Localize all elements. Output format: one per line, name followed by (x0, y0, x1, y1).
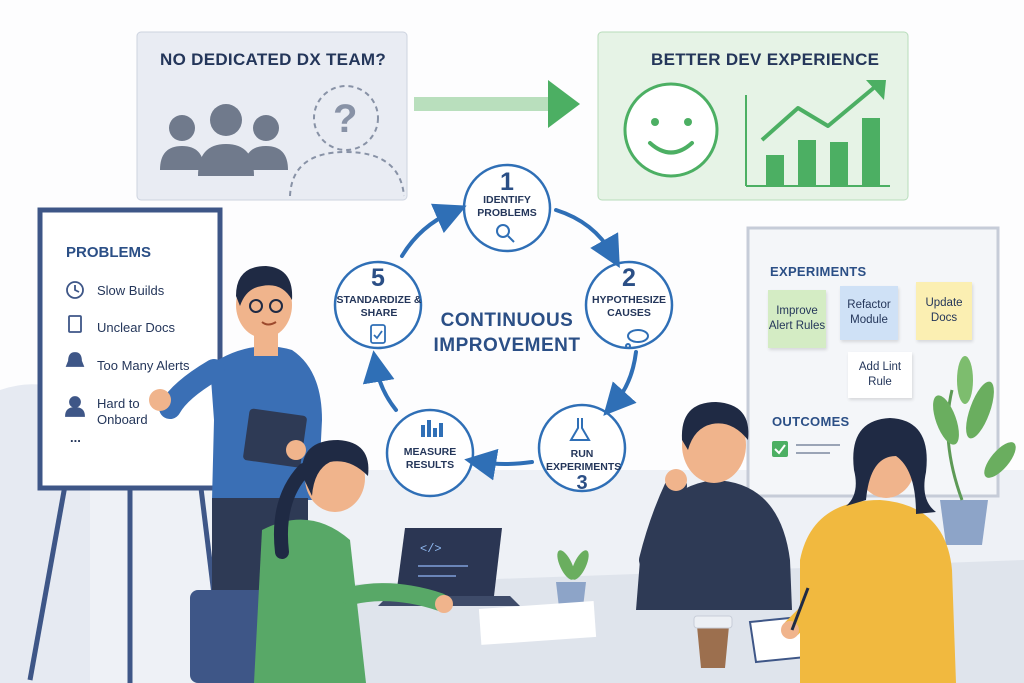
sticky-note: Refactor Module (840, 286, 898, 340)
cycle-center-title: CONTINUOUS IMPROVEMENT (432, 308, 582, 358)
step-3-number: 3 (576, 472, 588, 494)
cycle-step-circles (333, 163, 674, 498)
flipchart-title: PROBLEMS (66, 244, 152, 261)
banner-left-title: NO DEDICATED DX TEAM? (160, 50, 387, 69)
coffee-cup (693, 615, 733, 668)
flipchart-item: Hard to Onboard (97, 396, 148, 427)
team-silhouettes-icon (160, 104, 288, 176)
thought-cloud-icon (625, 329, 649, 349)
step-2-label: HYPOTHESIZE CAUSES (591, 294, 667, 319)
clock-icon (66, 281, 84, 299)
flask-icon (569, 418, 591, 441)
checklist-icon (370, 324, 386, 344)
transition-arrow-shaft (414, 97, 554, 111)
missing-person-icon (289, 85, 405, 197)
document-icon (68, 315, 82, 333)
step-1-label: IDENTIFY PROBLEMS (477, 194, 537, 219)
potted-plant (933, 356, 1016, 545)
bar-chart-icon (421, 420, 443, 437)
svg-text:</>: </> (420, 542, 442, 556)
cycle-arrows (362, 203, 638, 481)
flipchart-more: ... (70, 430, 81, 445)
question-mark-icon: ? (333, 97, 357, 141)
flipchart-board (37, 207, 223, 491)
paper-sheet (478, 600, 597, 645)
woman-with-laptop: </> (190, 440, 520, 683)
step-1-number: 1 (500, 168, 514, 196)
step-2-number: 2 (622, 264, 636, 292)
sticky-note: Add Lint Rule (848, 352, 912, 398)
thinking-man (636, 402, 792, 610)
growth-bar-chart-icon (745, 80, 890, 187)
sticky-note: Update Docs (916, 282, 972, 340)
flipchart-item: Slow Builds (97, 283, 165, 298)
outcomes-title: OUTCOMES (772, 414, 850, 429)
flipchart-item: Too Many Alerts (97, 358, 190, 373)
flipchart-icons (65, 281, 85, 417)
person-icon (69, 396, 81, 408)
transition-arrow-head (548, 80, 580, 128)
smiley-face-icon (623, 82, 719, 178)
step-3-label: RUN EXPERIMENTS (546, 448, 622, 473)
experiments-title: EXPERIMENTS (770, 264, 867, 279)
center-title-line2: IMPROVEMENT (433, 335, 581, 356)
sticky-note: Improve Alert Rules (768, 290, 826, 348)
step-5-number: 5 (371, 264, 385, 292)
step-5-label: STANDARDIZE & SHARE (336, 294, 422, 319)
flipchart-item: Unclear Docs (97, 320, 176, 335)
step-4-label: MEASURE RESULTS (403, 446, 457, 471)
bell-icon (65, 352, 85, 367)
magnifier-icon (496, 224, 515, 243)
banner-right-title: BETTER DEV EXPERIENCE (651, 50, 880, 69)
outcomes-checklist-icon (772, 441, 840, 457)
center-title-line1: CONTINUOUS (440, 310, 574, 331)
woman-writing (781, 418, 956, 683)
